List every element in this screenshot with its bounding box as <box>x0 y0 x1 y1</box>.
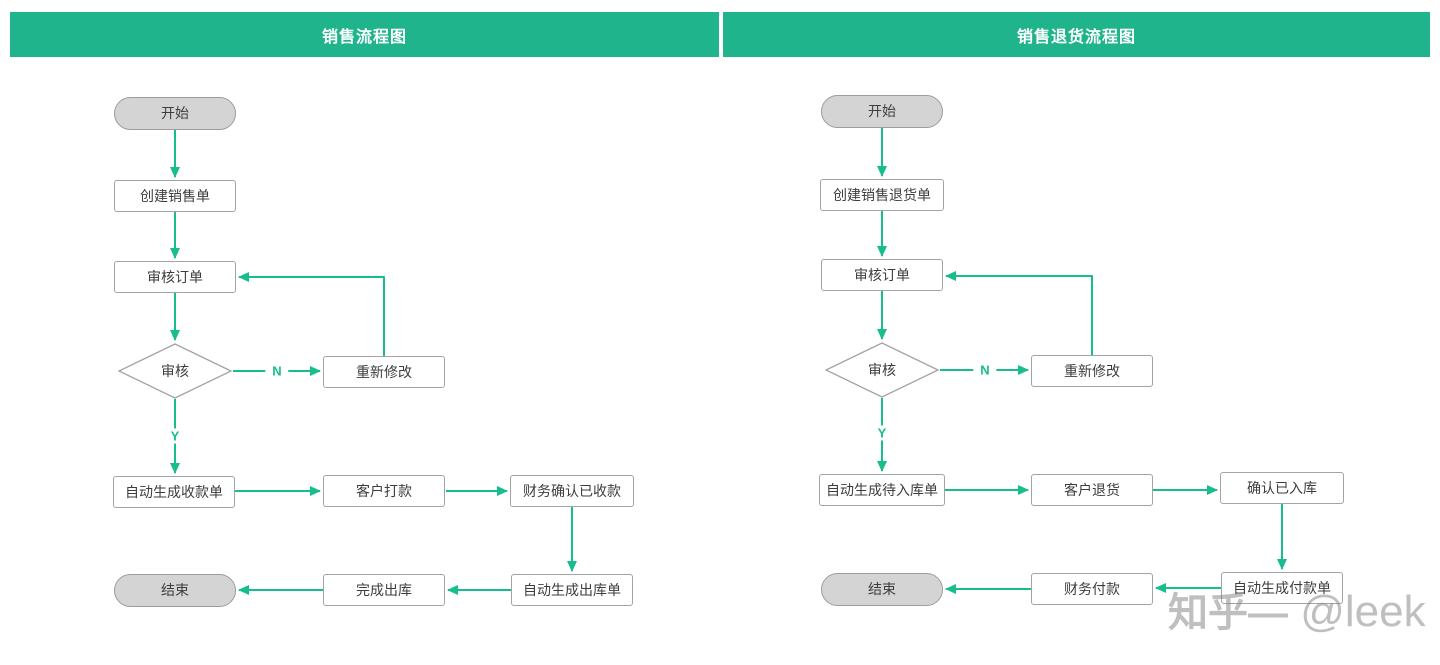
left-node-review-order: 审核订单 <box>114 261 236 293</box>
node-label: 开始 <box>868 103 896 119</box>
right-node-end: 结束 <box>821 572 943 606</box>
right-edge-modify-back-to-review <box>945 271 1093 355</box>
right-node-auto-generate-pending-inbound: 自动生成待入库单 <box>819 474 945 506</box>
right-node-customer-return: 客户退货 <box>1031 474 1153 506</box>
node-label: 重新修改 <box>356 364 412 380</box>
node-label: 自动生成收款单 <box>125 484 223 500</box>
left-node-auto-generate-outbound: 自动生成出库单 <box>511 574 633 606</box>
node-label: 审核 <box>161 363 189 379</box>
node-label: 确认已入库 <box>1247 480 1317 496</box>
node-label: 客户退货 <box>1064 482 1120 498</box>
node-label: 审核订单 <box>147 269 203 285</box>
node-label: 自动生成待入库单 <box>826 482 938 498</box>
left-node-review-decision: 审核 <box>118 343 232 399</box>
left-node-create-sales-order: 创建销售单 <box>114 180 236 212</box>
left-edge-label-Y: Y <box>163 428 187 444</box>
node-label: 创建销售单 <box>140 188 210 204</box>
node-label: 财务付款 <box>1064 581 1120 597</box>
node-label: 自动生成付款单 <box>1233 580 1331 596</box>
node-label: 创建销售退货单 <box>833 187 931 203</box>
left-node-end: 结束 <box>114 573 236 607</box>
right-node-re-modify: 重新修改 <box>1031 355 1153 387</box>
left-node-re-modify: 重新修改 <box>323 356 445 388</box>
left-node-finance-confirm-received: 财务确认已收款 <box>510 475 634 507</box>
left-node-complete-outbound: 完成出库 <box>323 574 445 606</box>
node-label: 审核 <box>868 362 896 378</box>
left-edge-modify-back-to-review <box>238 272 385 356</box>
right-edge-label-N: N <box>973 362 997 378</box>
node-label: 财务确认已收款 <box>523 483 621 499</box>
right-node-finance-payment: 财务付款 <box>1031 573 1153 605</box>
right-node-start: 开始 <box>821 94 943 128</box>
decision-diamond-shape <box>825 342 939 398</box>
node-label: 结束 <box>161 582 189 598</box>
left-node-start: 开始 <box>114 96 236 130</box>
left-node-customer-payment: 客户打款 <box>323 475 445 507</box>
node-label: 完成出库 <box>356 582 412 598</box>
right-chart-header: 销售退货流程图 <box>723 12 1430 57</box>
right-edge-label-Y: Y <box>870 425 894 441</box>
right-node-create-sales-return-order: 创建销售退货单 <box>820 179 944 211</box>
right-node-review-decision: 审核 <box>825 342 939 398</box>
left-node-auto-generate-receipt: 自动生成收款单 <box>113 476 235 508</box>
node-label: 重新修改 <box>1064 363 1120 379</box>
left-chart-header: 销售流程图 <box>10 12 719 57</box>
right-node-auto-generate-payment: 自动生成付款单 <box>1221 572 1343 604</box>
left-edge-label-N: N <box>265 363 289 379</box>
node-label: 结束 <box>868 581 896 597</box>
node-label: 客户打款 <box>356 483 412 499</box>
node-label: 开始 <box>161 105 189 121</box>
decision-diamond-shape <box>118 343 232 399</box>
right-node-confirm-inbound: 确认已入库 <box>1220 472 1344 504</box>
node-label: 审核订单 <box>854 267 910 283</box>
right-node-review-order: 审核订单 <box>821 259 943 291</box>
node-label: 自动生成出库单 <box>523 582 621 598</box>
